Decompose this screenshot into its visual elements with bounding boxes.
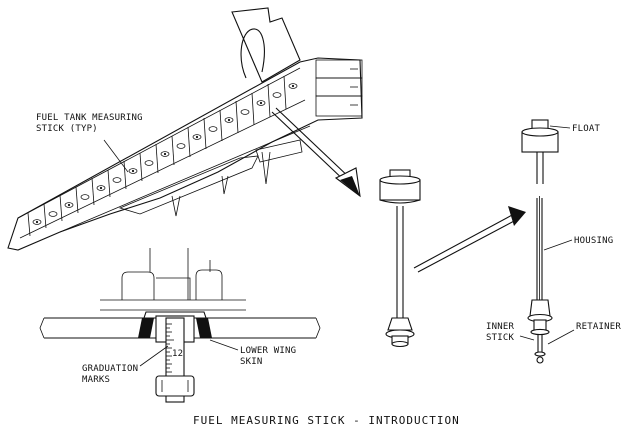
label-graduation-2: MARKS	[82, 375, 110, 385]
arrow-stick-to-exploded	[413, 206, 526, 273]
tank-stick-leader	[103, 139, 129, 173]
label-graduation-1: GRADUATION	[82, 364, 138, 374]
label-lower-wing-1: LOWER WING	[240, 346, 296, 356]
label-lower-wing-2: SKIN	[240, 357, 262, 367]
measuring-stick-exploded	[519, 119, 575, 364]
label-inner-stick-2: STICK	[486, 333, 514, 343]
flap-fairing-1	[171, 195, 181, 217]
label-retainer: RETAINER	[576, 322, 621, 332]
wing-trailing-line	[59, 125, 311, 233]
flap-fairing-3	[261, 151, 271, 185]
label-fuel-tank-stick-2: STICK (TYP)	[36, 124, 98, 134]
flap-panel	[118, 155, 259, 215]
figure-title: FUEL MEASURING STICK - INTRODUCTION	[193, 414, 460, 427]
label-fuel-tank-stick-1: FUEL TANK MEASURING	[36, 113, 143, 123]
flap-panel-2	[255, 139, 303, 163]
wing-root-box-3	[315, 95, 363, 117]
label-housing: HOUSING	[574, 236, 613, 246]
wing-outline	[7, 57, 363, 251]
wing-skin-cross-section	[39, 248, 321, 403]
wing-fin	[231, 7, 301, 83]
wing-ribs	[27, 75, 287, 237]
flap-fairing-2	[221, 175, 229, 195]
wing-front-spar	[17, 67, 301, 219]
wing-rear-spar	[19, 99, 306, 239]
label-float: FLOAT	[572, 124, 600, 134]
wing-fin-loop	[240, 28, 265, 79]
wing-assembly	[7, 7, 363, 251]
graduation-number: 12	[172, 349, 183, 359]
measuring-stick-ovals	[32, 83, 298, 225]
arrow-wing-to-stick	[271, 107, 361, 198]
measuring-stick-assembled	[379, 169, 421, 348]
label-inner-stick-1: INNER	[486, 322, 514, 332]
